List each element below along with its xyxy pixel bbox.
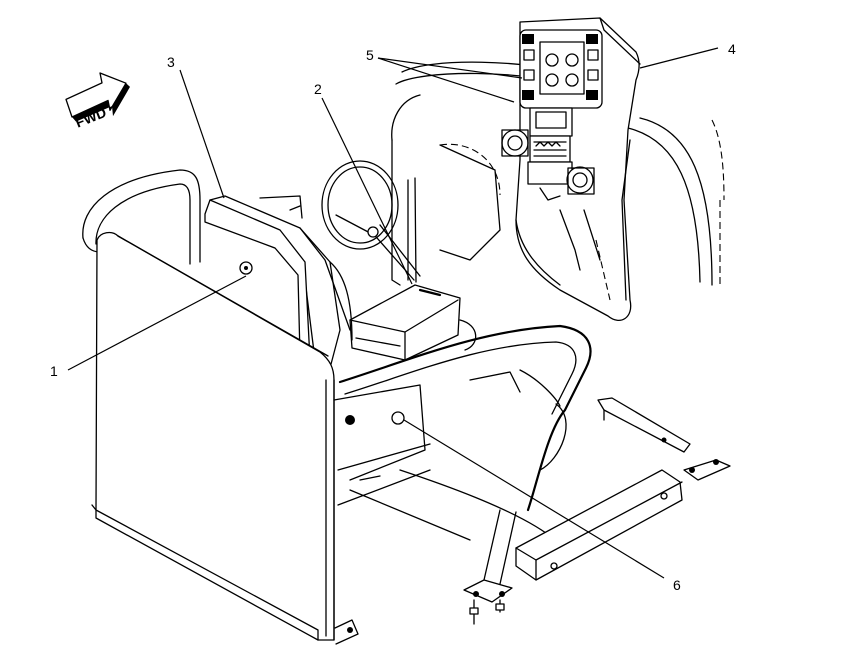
callout-1: 1 — [50, 363, 58, 379]
callout-2: 2 — [314, 81, 322, 97]
lower-frame — [333, 384, 556, 541]
leader-5a — [377, 57, 523, 79]
leader-3 — [179, 69, 225, 199]
armrest-box — [349, 284, 477, 361]
callout-3: 3 — [167, 54, 175, 70]
leader-lines — [67, 47, 719, 579]
callout-6: 6 — [673, 577, 681, 593]
floor-rails — [515, 397, 731, 581]
fwd-arrow-icon: FWD — [65, 72, 130, 131]
callout-4: 4 — [728, 41, 736, 57]
leader-1 — [67, 275, 247, 371]
callout-labels: 1 2 3 4 5 6 — [50, 41, 736, 593]
callout-5: 5 — [366, 47, 374, 63]
side-panel — [91, 231, 359, 645]
steering-console — [321, 94, 501, 286]
leader-6 — [403, 419, 665, 579]
leader-2 — [321, 97, 413, 285]
seat-knob — [239, 261, 253, 275]
dash-panel — [501, 17, 641, 321]
leader-4 — [639, 47, 719, 69]
front-mount-leg — [463, 509, 517, 625]
front-rail — [338, 324, 592, 512]
leader-5b — [377, 57, 515, 103]
